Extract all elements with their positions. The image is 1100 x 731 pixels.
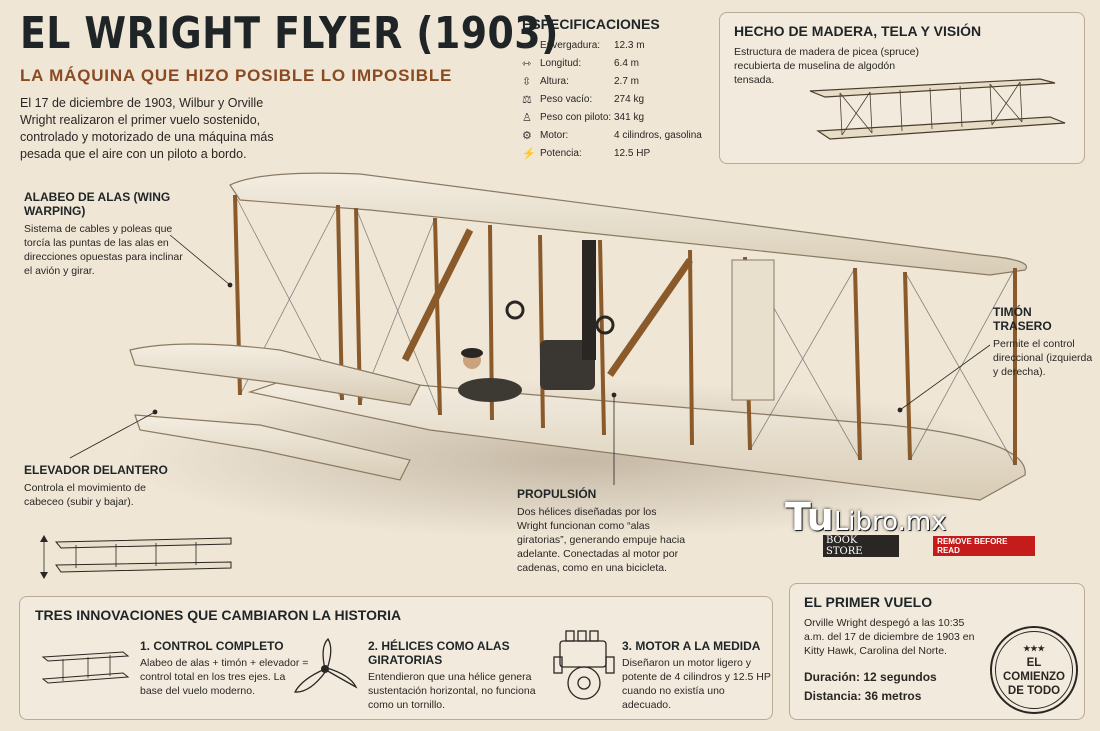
engine-icon xyxy=(553,630,615,700)
elevator-title: ELEVADOR DELANTERO xyxy=(24,463,168,477)
control-biplane-icon xyxy=(41,651,130,684)
elevator-callout: ELEVADOR DELANTERO Controla el movimient… xyxy=(24,463,174,509)
front-elevator xyxy=(129,343,421,406)
materials-panel: HECHO DE MADERA, TELA Y VISIÓN Estructur… xyxy=(719,12,1085,164)
innovation-1: 1. CONTROL COMPLETO Alabeo de alas + tim… xyxy=(140,639,310,698)
propulsion-text: Dos hélices diseñadas por los Wright fun… xyxy=(517,506,686,574)
materials-text: Estructura de madera de picea (spruce) r… xyxy=(734,46,920,86)
pilot xyxy=(458,378,522,402)
page-subtitle: LA MÁQUINA QUE HIZO POSIBLE LO IMPOSIBLE xyxy=(20,66,453,85)
watermark-brand-tu: Tu xyxy=(785,495,834,539)
spec-row: ⚙ Motor: 4 cilindros, gasolina xyxy=(522,126,712,144)
innovation-2-title: 2. HÉLICES COMO ALAS GIRATORIAS xyxy=(368,639,510,667)
watermark-ribbon: REMOVE BEFORE READ xyxy=(933,536,1035,556)
rudder-title: TIMÓN TRASERO xyxy=(993,305,1052,333)
badge-line2: DE TODO xyxy=(1007,685,1061,697)
engine xyxy=(540,340,595,390)
innovation-1-text: Alabeo de alas + timón + elevador = cont… xyxy=(140,657,309,697)
spec-label: Altura: xyxy=(540,75,569,87)
spec-label: Potencia: xyxy=(540,147,582,159)
length-icon: ⇿ xyxy=(522,57,532,70)
intro-text: El 17 de diciembre de 1903, Wilbur y Orv… xyxy=(20,96,274,161)
propeller-icon xyxy=(293,637,358,693)
watermark-brand-rest: Libro.mx xyxy=(833,507,947,537)
spec-value: 341 kg xyxy=(614,111,645,123)
badge-line1: EL COMIENZO xyxy=(1003,657,1065,683)
badge-stars: ★★★ xyxy=(1023,644,1045,653)
biplane-sketch xyxy=(809,78,1066,140)
propulsion-title: PROPULSIÓN xyxy=(517,487,597,501)
elevator-text: Controla el movimiento de cabeceo (subir… xyxy=(24,482,146,508)
rudder-callout: TIMÓN TRASERO Permite el control direcci… xyxy=(993,305,1093,379)
first-flight-panel: EL PRIMER VUELO Orville Wright despegó a… xyxy=(789,583,1085,720)
innovation-3: 3. MOTOR A LA MEDIDA Diseñaron un motor … xyxy=(622,639,772,712)
spec-label: Envergadura: xyxy=(540,39,601,51)
elevator-pitch-sketch xyxy=(40,535,232,579)
height-icon: ⇳ xyxy=(522,75,532,88)
spec-row: ⚡ Potencia: 12.5 HP xyxy=(522,144,712,162)
propulsion-callout: PROPULSIÓN Dos hélices diseñadas por los… xyxy=(517,487,687,575)
spec-value: 12.3 m xyxy=(614,39,645,51)
innovation-2-text: Entendieron que una hélice genera susten… xyxy=(368,671,536,711)
spec-row: ♙ Peso con piloto:341 kg xyxy=(522,108,712,126)
weight-icon: ⚖ xyxy=(522,93,532,106)
power-icon: ⚡ xyxy=(522,147,536,160)
upper-wing xyxy=(229,172,1028,276)
engine-icon: ⚙ xyxy=(522,129,532,142)
specs-panel: ESPECIFICACIONES ⇔ Envergadura: 12.3 m ⇿ Lon… xyxy=(522,16,712,162)
materials-title: HECHO DE MADERA, TELA Y VISIÓN xyxy=(734,23,982,39)
innovations-panel: TRES INNOVACIONES QUE CAMBIARON LA HISTO… xyxy=(19,596,773,720)
spec-value: 2.7 m xyxy=(614,75,640,87)
spec-row: ⇿ Longitud: 6.4 m xyxy=(522,54,712,72)
warping-text: Sistema de cables y poleas que torcía la… xyxy=(24,223,183,277)
watermark-logo: TuLibro.mx BOOK STORE REMOVE BEFORE READ xyxy=(785,495,1035,557)
spec-value: 6.4 m xyxy=(614,57,640,69)
wingspan-icon: ⇔ xyxy=(522,39,533,51)
first-flight-duration: Duración: 12 segundos xyxy=(804,670,937,684)
first-flight-title: EL PRIMER VUELO xyxy=(804,594,933,610)
innovation-1-title: 1. CONTROL COMPLETO xyxy=(140,639,284,653)
pilot-weight-icon: ♙ xyxy=(522,111,532,124)
first-flight-text: Orville Wright despegó a las 10:35 a.m. … xyxy=(804,617,975,657)
spec-value: 274 kg xyxy=(614,93,645,105)
specs-title: ESPECIFICACIONES xyxy=(522,16,660,32)
warping-title: ALABEO DE ALAS (WING WARPING) xyxy=(24,190,171,218)
first-flight-distance: Distancia: 36 metros xyxy=(804,689,922,703)
warping-callout: ALABEO DE ALAS (WING WARPING) Sistema de… xyxy=(24,190,184,278)
spec-value: 12.5 HP xyxy=(614,147,651,159)
spec-value: 4 cilindros, gasolina xyxy=(614,129,702,141)
innovation-3-title: 3. MOTOR A LA MEDIDA xyxy=(622,639,761,653)
watermark-tag: BOOK STORE xyxy=(823,535,900,557)
spec-label: Longitud: xyxy=(540,57,582,69)
spec-row: ⇳ Altura: 2.7 m xyxy=(522,72,712,90)
rudder-text: Permite el control direccional (izquierd… xyxy=(993,338,1093,378)
page-title: EL WRIGHT FLYER (1903) xyxy=(20,8,559,59)
spec-row: ⇔ Envergadura: 12.3 m xyxy=(522,36,712,54)
spec-label: Peso vacío: xyxy=(540,93,593,105)
first-flight-badge: ★★★ EL COMIENZO DE TODO xyxy=(990,626,1078,714)
innovations-title: TRES INNOVACIONES QUE CAMBIARON LA HISTO… xyxy=(35,607,402,623)
spec-row: ⚖ Peso vacío: 274 kg xyxy=(522,90,712,108)
innovation-2: 2. HÉLICES COMO ALAS GIRATORIAS Entendie… xyxy=(368,639,543,712)
wright-flyer-illustration xyxy=(129,172,1028,501)
spec-label: Peso con piloto: xyxy=(540,111,612,123)
innovation-3-text: Diseñaron un motor ligero y potente de 4… xyxy=(622,657,771,711)
spec-label: Motor: xyxy=(540,129,569,141)
rear-rudder xyxy=(731,259,775,401)
